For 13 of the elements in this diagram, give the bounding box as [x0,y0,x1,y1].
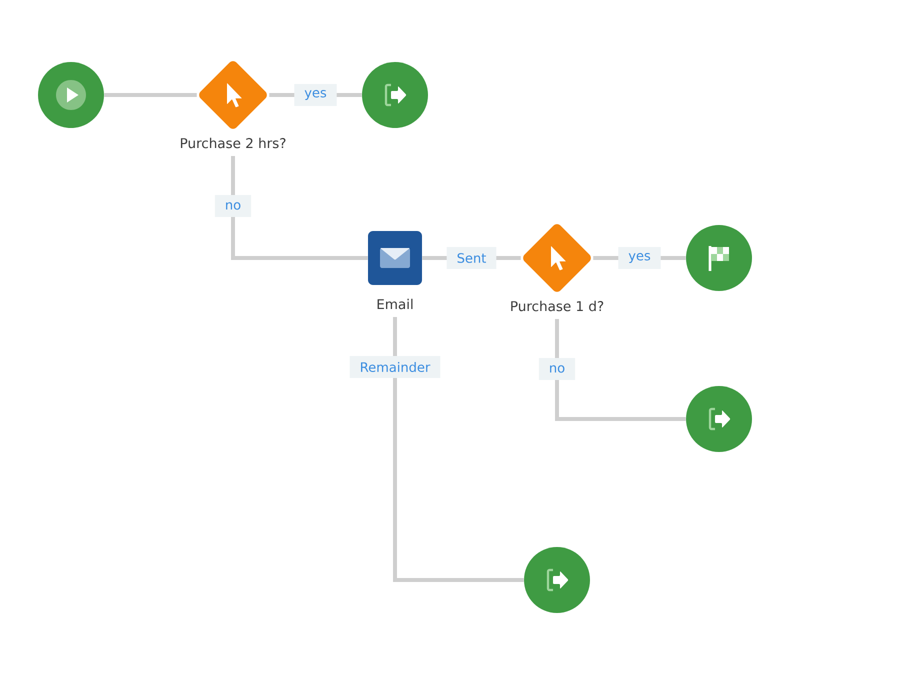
edge-label: yes [294,84,337,106]
edge-label: Sent [446,247,496,269]
finish-circle [686,225,752,291]
edge-label: Remainder [350,356,440,378]
node-caption: Purchase 2 hrs? [180,138,286,148]
exit-circle [524,547,590,613]
node-caption: Email [378,298,412,310]
exit-circle [362,62,428,128]
edge-label: no [214,195,252,217]
exit-circle [686,386,752,452]
node-caption: Purchase 1 d? [511,300,604,312]
edge-label: no [538,358,576,380]
edge-label: yes [618,247,661,269]
